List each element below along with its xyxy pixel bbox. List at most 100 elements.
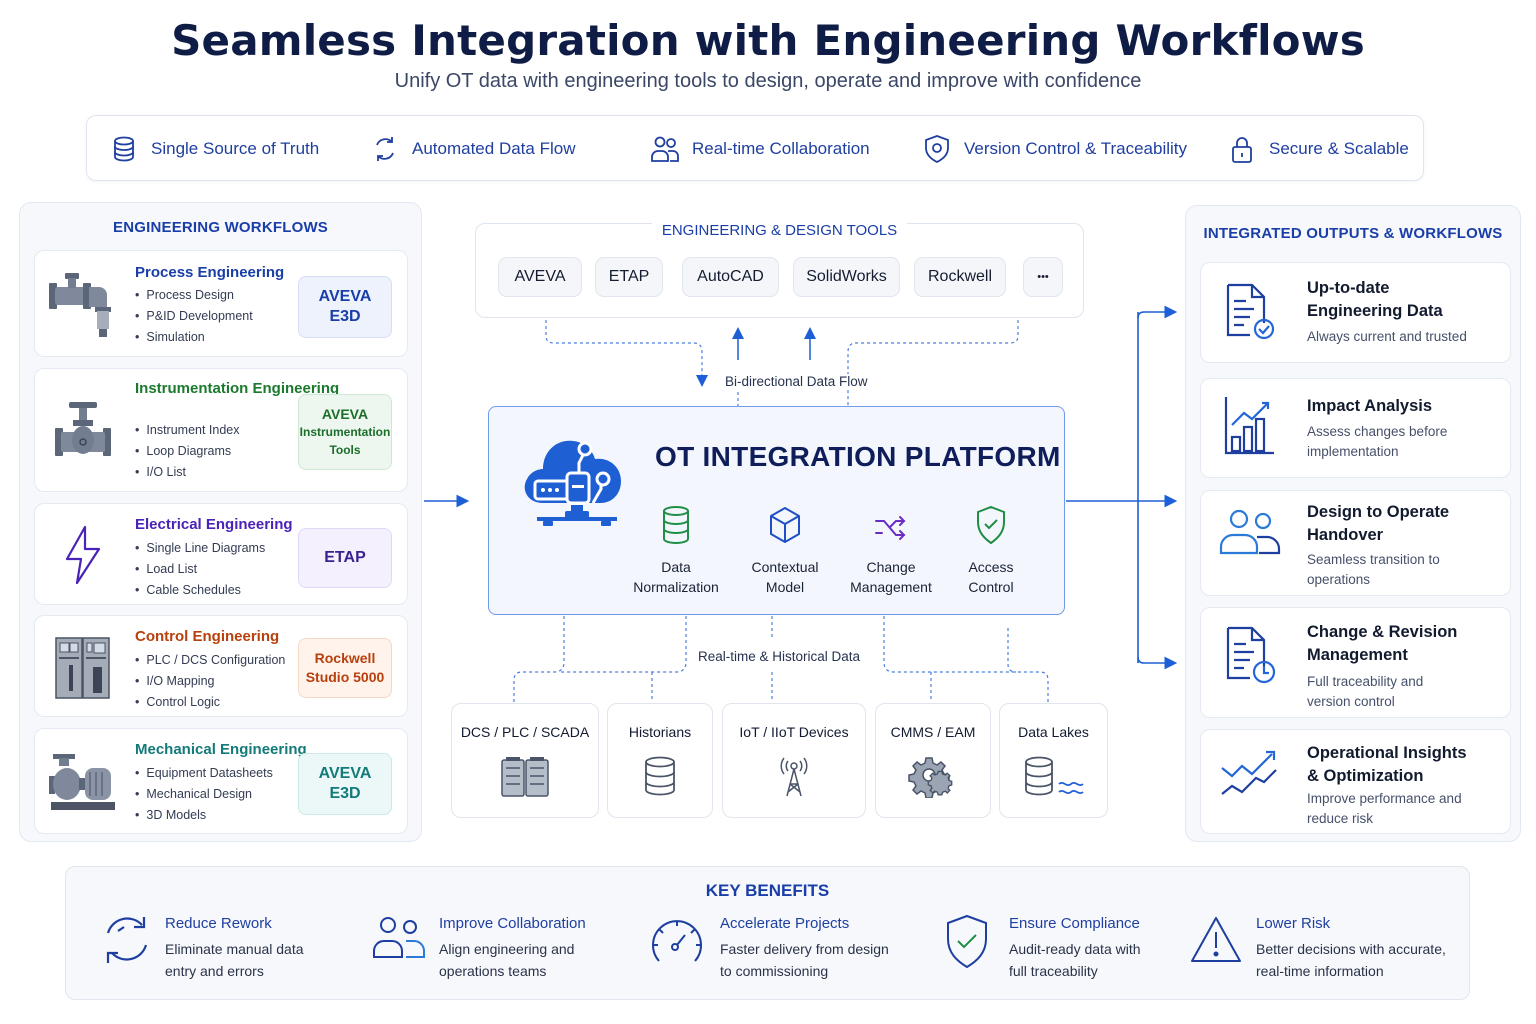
tool-badge-line: Instrumentation [299, 425, 391, 439]
feature-label: Real-time Collaboration [692, 139, 870, 158]
tool-chip-rockwell[interactable]: Rockwell [914, 257, 1006, 297]
workflow-bullet: Equipment Datasheets [135, 763, 272, 784]
tool-badge-line: AVEVA [321, 406, 369, 422]
workflow-bullets: Process Design P&ID Development Simulati… [135, 285, 252, 348]
antenna-icon [780, 757, 808, 797]
tool-badge[interactable]: AVEVA Instrumentation Tools [298, 394, 392, 470]
workflow-card-control[interactable]: Control Engineering PLC / DCS Configurat… [34, 615, 408, 717]
source-label: Data Lakes [1018, 724, 1089, 740]
platform-title: OT INTEGRATION PLATFORM [655, 441, 1061, 472]
tool-badge[interactable]: AVEVA E3D [298, 276, 392, 338]
workflow-bullets: Equipment Datasheets Mechanical Design 3… [135, 763, 273, 826]
workflow-name: Control Engineering [135, 628, 280, 645]
source-cmms-eam[interactable]: CMMS / EAM [875, 703, 991, 818]
tool-chip-solidworks[interactable]: SolidWorks [793, 257, 900, 297]
document-clock-icon [1215, 624, 1285, 686]
feature-automated-flow: Automated Data Flow [370, 116, 575, 182]
tool-badge[interactable]: Rockwell Studio 5000 [298, 638, 392, 698]
tool-badge-line: E3D [329, 785, 361, 802]
tool-badge[interactable]: ETAP [298, 528, 392, 588]
users-icon [373, 917, 425, 958]
source-iot-devices[interactable]: IoT / IIoT Devices [722, 703, 866, 818]
valve-icon [43, 385, 123, 475]
tool-chip-autocad[interactable]: AutoCAD [682, 257, 779, 297]
cloud-server-icon [524, 440, 621, 526]
page-title: Seamless Integration with Engineering Wo… [171, 16, 1365, 65]
benefit-accelerate-projects: Accelerate Projects Faster delivery from… [649, 911, 909, 986]
workflow-name: Electrical Engineering [135, 516, 293, 533]
benefits-title: KEY BENEFITS [705, 881, 830, 900]
tool-badge[interactable]: AVEVA E3D [298, 753, 392, 815]
tool-badge-line: AVEVA [318, 288, 372, 305]
workflow-card-electrical[interactable]: Electrical Engineering Single Line Diagr… [34, 503, 408, 605]
tool-badge-line: Tools [329, 443, 361, 457]
workflow-bullet: Single Line Diagrams [135, 538, 265, 559]
feature-version-control: Version Control & Traceability [922, 116, 1187, 182]
feature-label: Secure & Scalable [1269, 139, 1409, 158]
bidirectional-flow-label: Bi-directional Data Flow [721, 374, 872, 389]
benefit-title: Improve Collaboration [439, 915, 586, 932]
output-title: Impact Analysis [1307, 397, 1433, 415]
workflow-bullet: Mechanical Design [135, 784, 273, 805]
workflow-bullet: Control Logic [135, 692, 285, 713]
key-benefits-panel: KEY BENEFITS Reduce Rework Eliminate man… [65, 866, 1470, 1000]
tool-badge-line: ETAP [324, 549, 366, 566]
lightning-icon [43, 514, 123, 596]
pipe-fitting-icon [43, 261, 123, 349]
tool-badge-line: E3D [329, 308, 361, 325]
workflow-bullet: I/O List [135, 462, 240, 483]
workflow-card-process[interactable]: Process Engineering Process Design P&ID … [34, 250, 408, 357]
tool-chip-aveva[interactable]: AVEVA [498, 257, 582, 297]
workflow-card-mechanical[interactable]: Mechanical Engineering Equipment Datashe… [34, 728, 408, 834]
more-tools-button[interactable]: ••• [1023, 257, 1063, 297]
benefit-title: Ensure Compliance [1009, 915, 1140, 932]
speedometer-icon [652, 920, 702, 962]
workflow-name: Instrumentation Engineering [135, 380, 340, 397]
feature-label: Version Control & Traceability [964, 139, 1187, 158]
tool-chip-etap[interactable]: ETAP [595, 257, 663, 297]
panel-title: INTEGRATED OUTPUTS & WORKFLOWS [1203, 225, 1503, 242]
source-label: CMMS / EAM [890, 724, 976, 740]
benefit-title: Lower Risk [1256, 915, 1331, 932]
feature-secure: Secure & Scalable [1227, 116, 1409, 182]
shield-check-icon [977, 505, 1005, 545]
tool-badge-line: Rockwell [314, 650, 376, 666]
gears-icon [908, 757, 953, 798]
workflow-bullets: Single Line Diagrams Load List Cable Sch… [135, 538, 265, 601]
tool-badge-line: Studio 5000 [305, 669, 385, 685]
features-bar: Single Source of Truth Automated Data Fl… [86, 115, 1424, 181]
source-dcs-plc-scada[interactable]: DCS / PLC / SCADA [451, 703, 599, 818]
workflow-bullets: PLC / DCS Configuration I/O Mapping Cont… [135, 650, 285, 713]
workflow-bullet: Cable Schedules [135, 580, 265, 601]
source-data-lakes[interactable]: Data Lakes [999, 703, 1108, 818]
workflow-bullet: Load List [135, 559, 265, 580]
output-card-insights[interactable]: Operational Insights& Optimization Impro… [1200, 729, 1511, 834]
control-cabinet-icon [43, 628, 123, 708]
realtime-data-label: Real-time & Historical Data [694, 649, 865, 664]
benefit-title: Accelerate Projects [720, 915, 850, 932]
server-rack-icon [501, 757, 549, 797]
source-historians[interactable]: Historians [607, 703, 713, 818]
feature-label: Single Source of Truth [151, 139, 320, 158]
arrow-platform-to-outputs [1066, 305, 1178, 670]
shuffle-icon [875, 516, 906, 540]
workflow-card-instrumentation[interactable]: Instrumentation Engineering Instrument I… [34, 368, 408, 492]
benefit-title: Reduce Rework [165, 915, 272, 932]
dashed-tools-to-platform [545, 320, 1019, 406]
